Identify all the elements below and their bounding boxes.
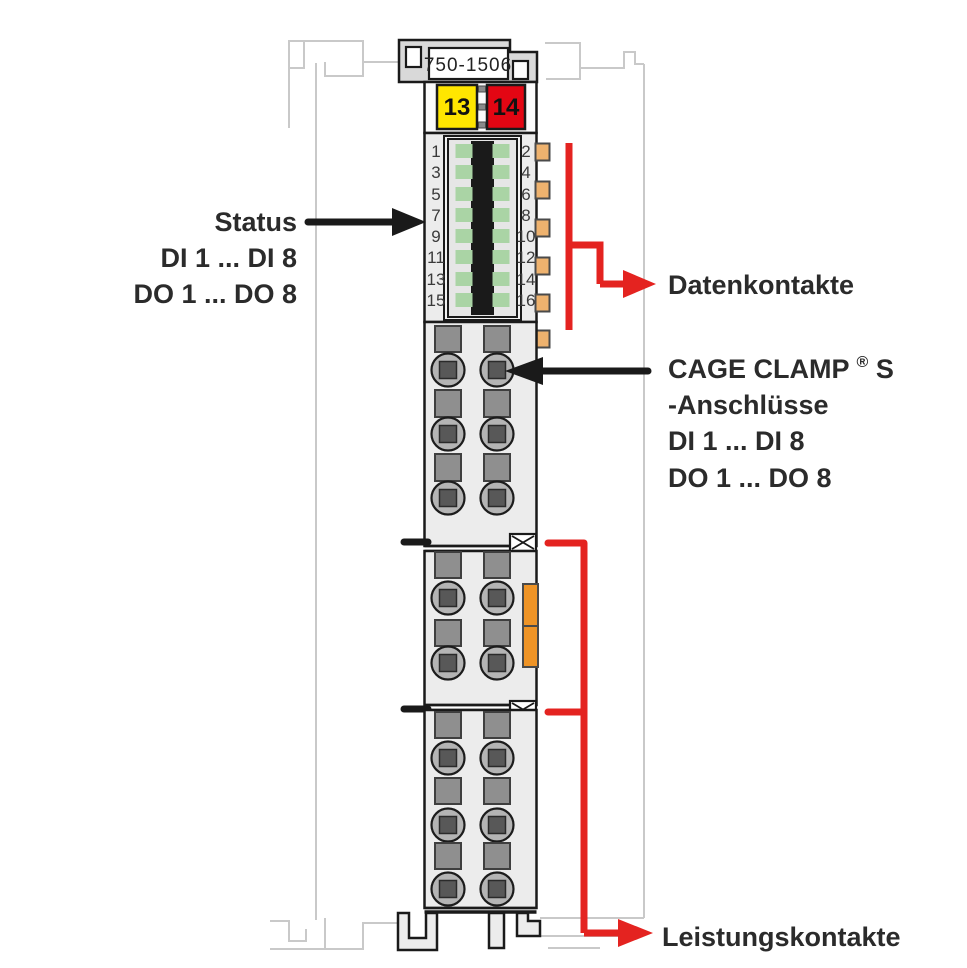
cage-clamp-label-line4: DO 1 ... DO 8 xyxy=(668,463,832,493)
led-number: 10 xyxy=(517,227,536,246)
status-label-line1: Status xyxy=(214,207,297,237)
led-strip xyxy=(471,141,494,315)
led-number: 9 xyxy=(431,227,440,246)
marker-card-red xyxy=(485,83,527,131)
led-number: 14 xyxy=(517,270,536,289)
status-label-line3: DO 1 ... DO 8 xyxy=(133,279,297,309)
clamp-section-3 xyxy=(423,708,538,910)
top-bracket: 750-1506 xyxy=(397,38,539,84)
led-section: 1 3 5 7 9 11 13 15 2 4 6 8 10 12 14 16 xyxy=(423,131,538,324)
datenkontakte-pointer xyxy=(565,143,656,330)
led-number: 16 xyxy=(517,291,536,310)
part-number-label: 750-1506 xyxy=(424,55,512,76)
ghost-neighbour-left xyxy=(270,40,398,950)
status-arrow xyxy=(304,208,426,236)
led-number: 15 xyxy=(427,291,446,310)
led-number: 7 xyxy=(431,206,440,225)
status-label-line2: DI 1 ... DI 8 xyxy=(160,243,297,273)
led-number: 1 xyxy=(431,142,440,161)
leistungskontakte-pointer xyxy=(544,539,653,947)
leistungskontakte-label: Leistungskontakte xyxy=(662,922,901,952)
rail-foot-right xyxy=(515,911,542,938)
status-label: Status DI 1 ... DI 8 DO 1 ... DO 8 xyxy=(133,207,297,309)
ghost-neighbour-right xyxy=(540,42,645,949)
led-number: 13 xyxy=(427,270,446,289)
cage-clamp-label-tail: S xyxy=(876,354,894,384)
clamp-section-2 xyxy=(423,549,539,707)
led-numbers-right: 2 4 6 8 10 12 14 16 xyxy=(517,142,536,310)
clamp-section-1 xyxy=(423,320,538,548)
cage-clamp-label-main: CAGE CLAMP xyxy=(668,354,849,384)
bracket-notch-left xyxy=(404,45,423,69)
led-number: 8 xyxy=(521,206,530,225)
led-number: 6 xyxy=(521,185,530,204)
led-number: 11 xyxy=(427,248,445,267)
module-body: 750-1506 13 14 xyxy=(396,38,551,952)
led-number: 2 xyxy=(521,142,530,161)
power-jumper-contacts xyxy=(522,583,539,668)
marker-section: 13 14 xyxy=(423,80,538,135)
data-contacts xyxy=(534,142,551,349)
cage-clamp-label: CAGE CLAMP ® S -Anschlüsse DI 1 ... DI 8… xyxy=(668,343,894,493)
rail-foot-left xyxy=(396,911,439,952)
rail-foot-middle xyxy=(487,911,506,950)
led-number: 4 xyxy=(521,163,530,182)
marker-card-yellow xyxy=(435,83,479,131)
cage-clamp-label-line2: -Anschlüsse xyxy=(668,390,829,420)
registered-mark: ® xyxy=(857,354,869,371)
led-number: 12 xyxy=(517,248,536,267)
datenkontakte-label: Datenkontakte xyxy=(668,270,854,300)
rail-feet xyxy=(396,906,542,952)
led-numbers-left: 1 3 5 7 9 11 13 15 xyxy=(427,142,446,310)
cage-clamp-arrow xyxy=(505,357,652,385)
svg-text:CAGE CLAMP ® S: CAGE CLAMP ® S xyxy=(668,343,894,384)
marker-red-number: 14 xyxy=(493,94,520,121)
led-number: 3 xyxy=(431,163,440,182)
part-number-plate xyxy=(427,46,510,81)
marker-yellow-number: 13 xyxy=(444,94,471,121)
cage-clamp-label-line3: DI 1 ... DI 8 xyxy=(668,426,805,456)
bracket-notch-right xyxy=(511,59,530,81)
led-number: 5 xyxy=(431,185,440,204)
led-indicators xyxy=(455,144,510,307)
